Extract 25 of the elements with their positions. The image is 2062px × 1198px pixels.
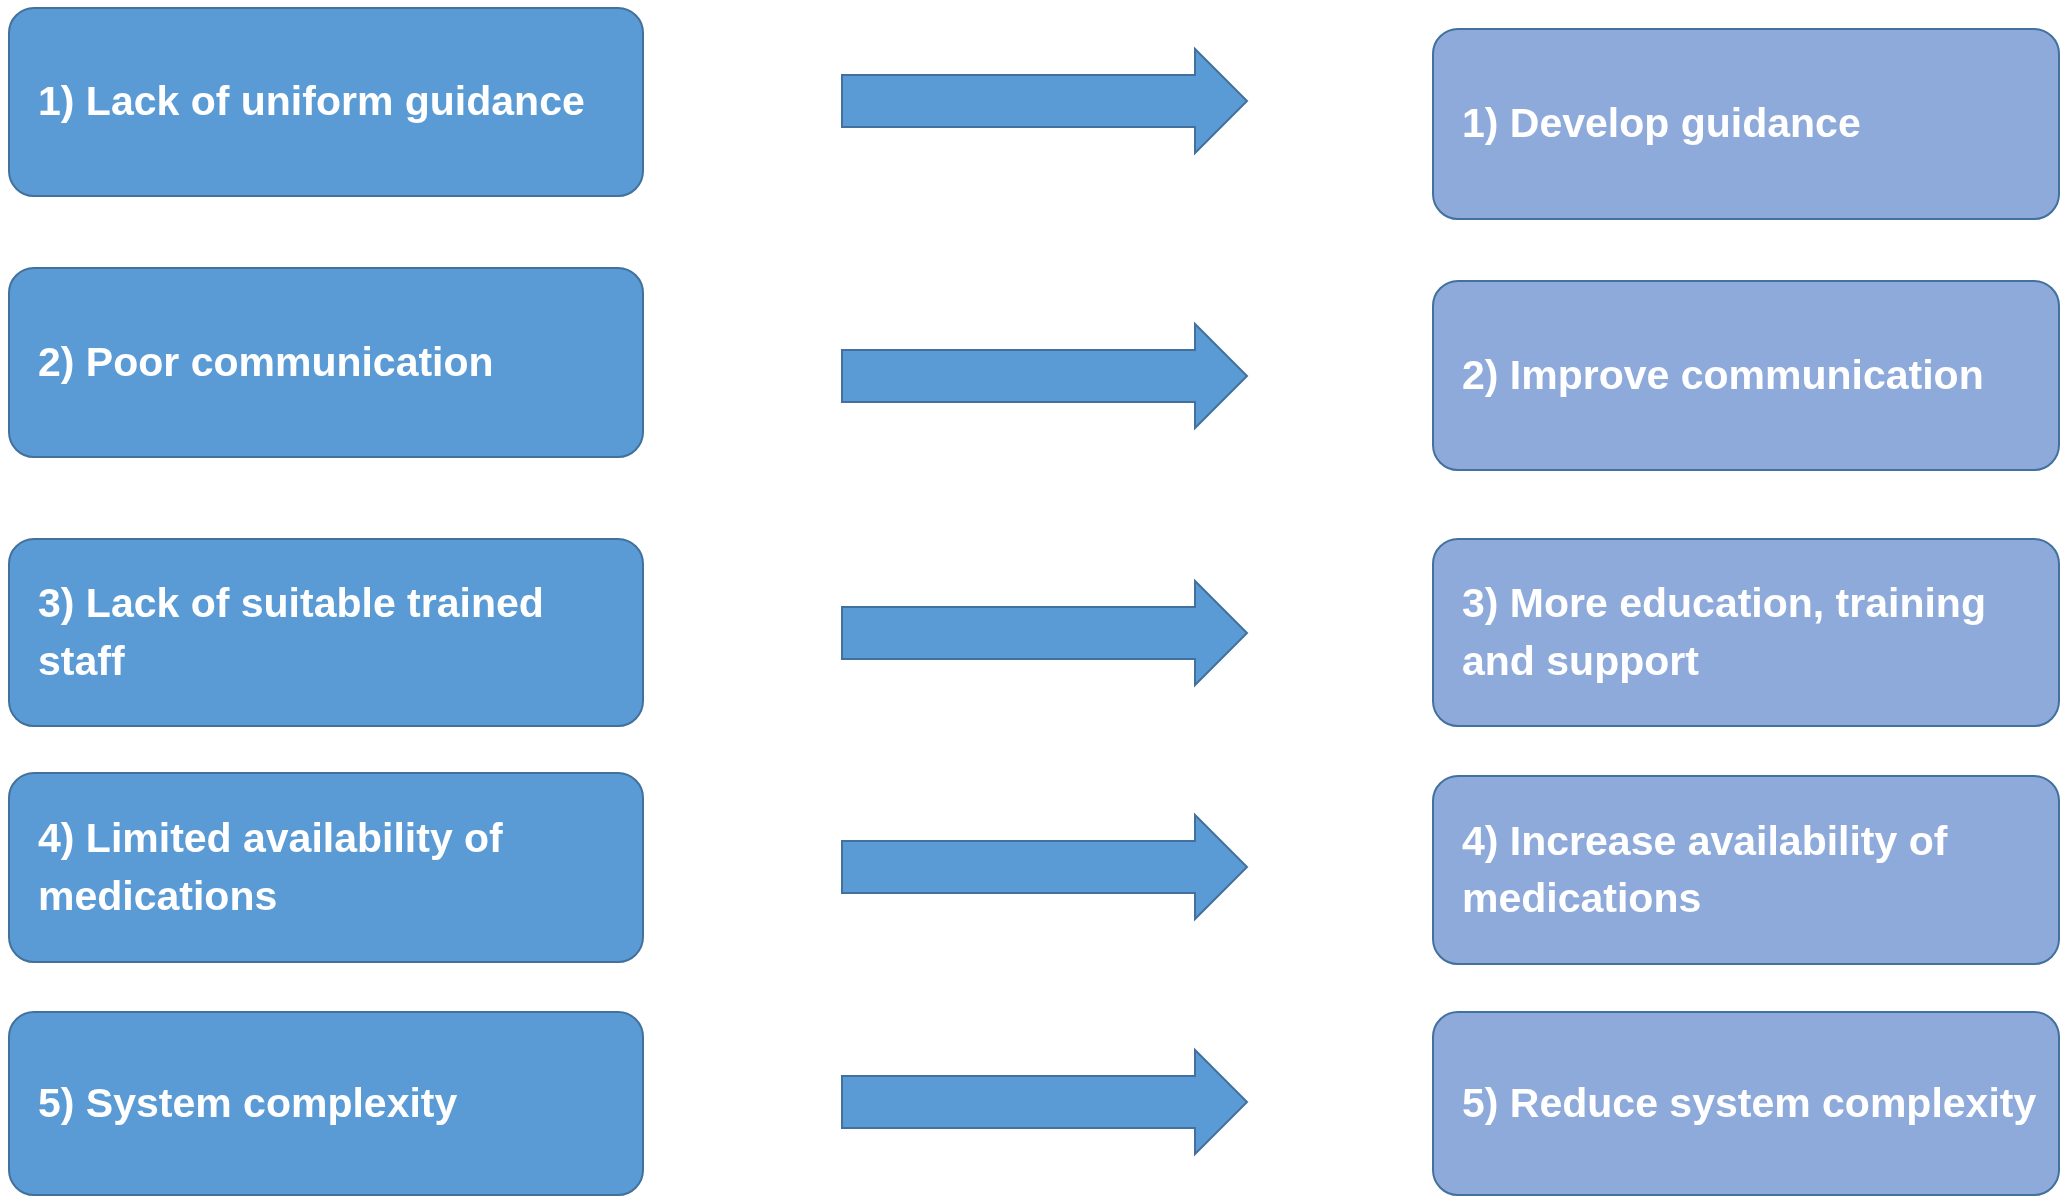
box-label: 1) Lack of uniform guidance bbox=[38, 77, 585, 127]
problem-box bbox=[8, 1011, 644, 1196]
solution-box bbox=[1432, 1011, 2060, 1196]
box-label: 5) Reduce system complexity bbox=[1462, 1078, 2037, 1128]
box-label: 3) Lack of suitable trained staff bbox=[38, 579, 545, 686]
box-label: 5) System complexity bbox=[38, 1078, 458, 1128]
block-arrow bbox=[841, 812, 1249, 922]
solution-box bbox=[1432, 775, 2060, 965]
problem-box bbox=[8, 7, 644, 197]
box-label: 4) Increase availability of medications bbox=[1462, 816, 1949, 923]
box-label: 3) More education, training and support bbox=[1462, 579, 1987, 686]
problem-box bbox=[8, 538, 644, 727]
box-label: 2) Poor communication bbox=[38, 337, 494, 387]
block-arrow bbox=[841, 1047, 1249, 1157]
block-arrow bbox=[841, 46, 1249, 156]
problem-box bbox=[8, 772, 644, 963]
solution-box bbox=[1432, 280, 2060, 471]
box-label: 1) Develop guidance bbox=[1462, 99, 1861, 149]
box-label: 4) Limited availability of medications bbox=[38, 814, 504, 921]
block-arrow bbox=[841, 578, 1249, 688]
solution-box bbox=[1432, 28, 2060, 220]
block-arrow bbox=[841, 321, 1249, 431]
solution-box bbox=[1432, 538, 2060, 727]
problem-box bbox=[8, 267, 644, 458]
box-label: 2) Improve communication bbox=[1462, 350, 1984, 400]
